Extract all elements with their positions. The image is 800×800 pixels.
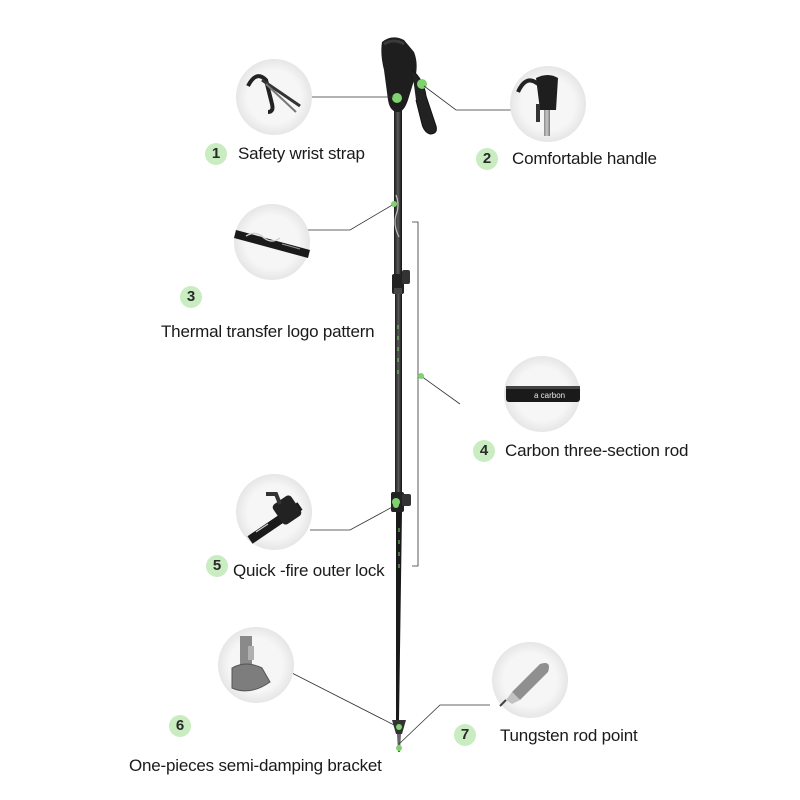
pole-handle	[381, 37, 417, 112]
callout-line-5	[310, 504, 397, 531]
badge-6: 6	[169, 715, 191, 737]
label-semi-damping-bracket: One-pieces semi-damping bracket	[129, 756, 382, 775]
badge-1: 1	[205, 143, 227, 165]
label-comfortable-handle: Comfortable handle	[512, 149, 657, 168]
badge-7: 7	[454, 724, 476, 746]
pole-basket	[392, 720, 406, 734]
label-tungsten-rod-point: Tungsten rod point	[500, 726, 638, 745]
callout-line-7	[398, 704, 490, 745]
pole-lower-lock	[391, 492, 411, 512]
wrist-strap-icon	[246, 74, 301, 114]
pole-upper-section	[394, 110, 402, 282]
inset-tungsten-tip	[492, 642, 568, 718]
label-thermal-transfer-logo: Thermal transfer logo pattern	[161, 322, 375, 341]
trekking-pole	[381, 37, 437, 752]
label-carbon-rod: Carbon three-section rod	[505, 441, 689, 460]
carbon-rod-icon: a carbon	[506, 386, 580, 402]
label-safety-wrist-strap: Safety wrist strap	[238, 144, 365, 163]
shaft-logo-mark	[394, 194, 400, 238]
inset-basket	[218, 627, 294, 703]
badge-5: 5	[206, 555, 228, 577]
pole-upper-lock	[392, 270, 410, 294]
badge-4: 4	[473, 440, 495, 462]
callout-lines	[289, 85, 520, 745]
handle-grip-icon	[516, 75, 558, 136]
badge-3: 3	[180, 286, 202, 308]
tungsten-tip-icon	[499, 663, 549, 707]
basket-bracket-icon	[231, 636, 271, 692]
inset-carbon-rod: a carbon	[504, 356, 580, 432]
logo-pattern-icon	[234, 230, 310, 258]
callout-dots	[391, 94, 424, 508]
lock-clamp-icon	[247, 492, 303, 544]
inset-logo-pattern	[234, 204, 310, 280]
callout-line-3	[300, 203, 395, 231]
label-quick-fire-lock: Quick -fire outer lock	[233, 561, 385, 580]
callout-line-4	[420, 375, 461, 405]
carbon-rod-inset-text: a carbon	[534, 391, 565, 400]
inset-lock	[236, 474, 312, 550]
inset-wrist-strap	[236, 59, 312, 135]
callout-line-2	[423, 85, 520, 111]
pole-middle-section	[395, 292, 402, 500]
pole-lower-section	[396, 512, 402, 720]
inset-handle	[510, 66, 586, 142]
callout-line-6	[289, 671, 397, 727]
section-bracket	[412, 221, 419, 567]
badge-2: 2	[476, 148, 498, 170]
shaft-markings	[397, 325, 400, 568]
